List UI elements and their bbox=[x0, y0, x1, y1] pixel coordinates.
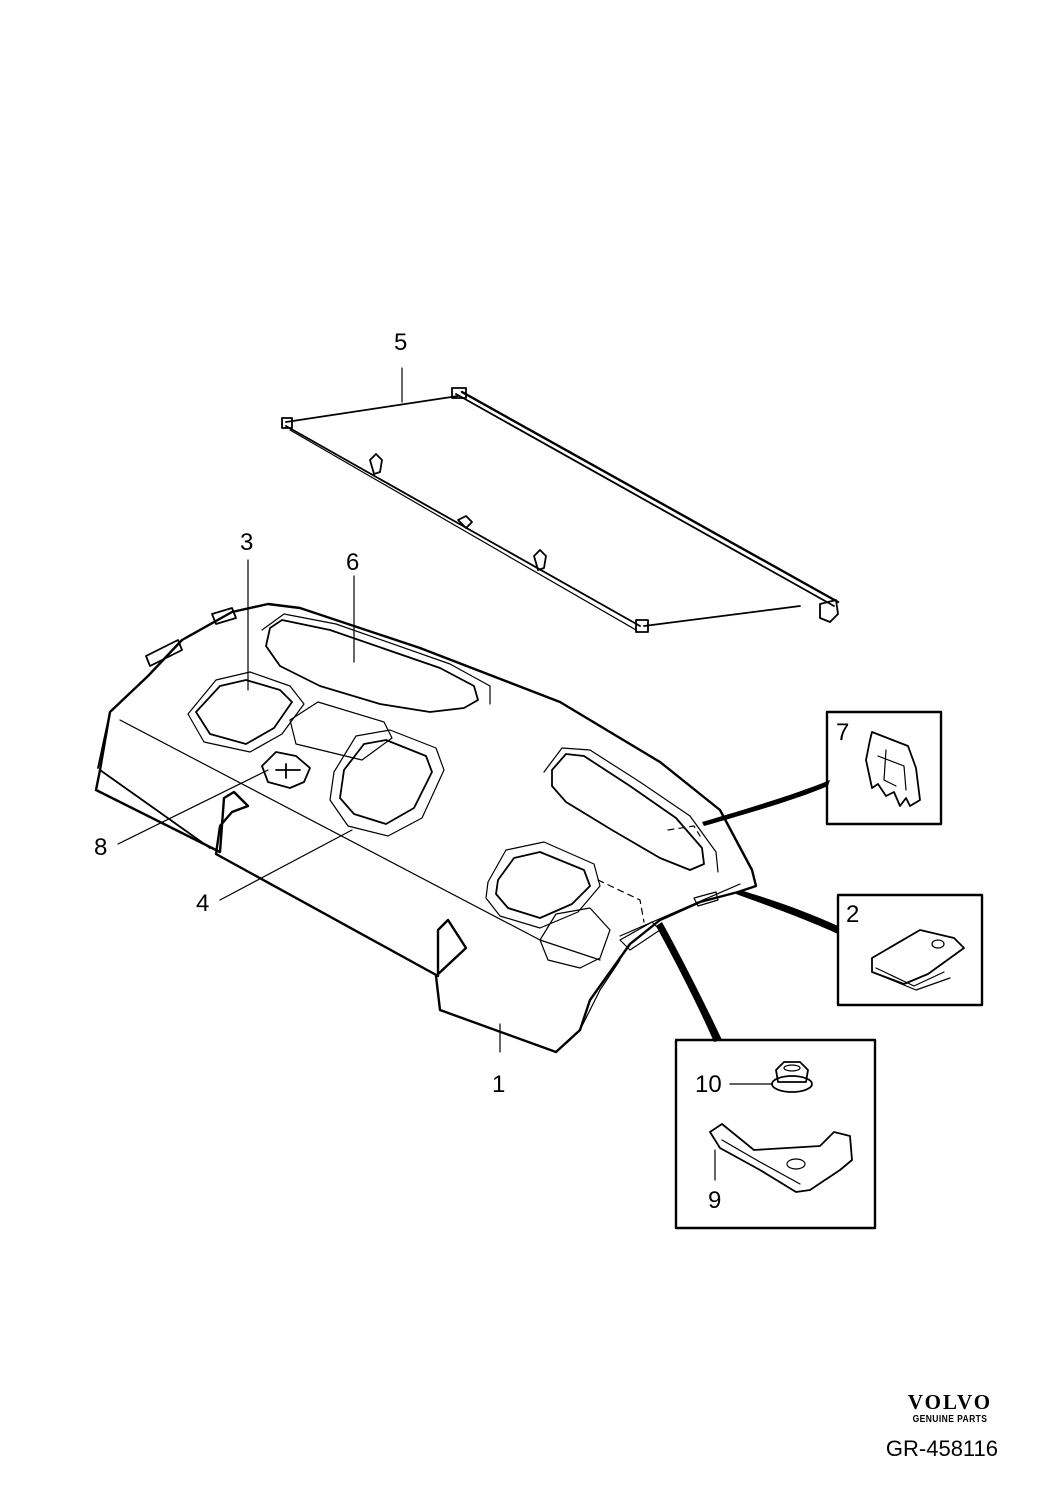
brand-name: VOLVO bbox=[907, 1390, 993, 1414]
cover-left-part-3 bbox=[195, 679, 293, 745]
cover-right bbox=[495, 851, 591, 919]
callout-2: 2 bbox=[846, 901, 859, 928]
brand-subtitle: GENUINE PARTS bbox=[912, 1414, 988, 1425]
callout-10: 10 bbox=[695, 1071, 722, 1098]
speaker-grille-right bbox=[551, 753, 705, 871]
parcel-shelf-part-1 bbox=[94, 602, 758, 1054]
detail-box-2 bbox=[836, 893, 984, 1007]
callout-9: 9 bbox=[708, 1187, 721, 1214]
reference-code: GR-458116 bbox=[885, 1436, 998, 1461]
nut-part-10 bbox=[771, 1061, 813, 1093]
callout-4: 4 bbox=[196, 890, 209, 917]
callout-1: 1 bbox=[492, 1071, 505, 1098]
speaker-grille-part-6 bbox=[265, 619, 479, 713]
detail-box-10-9 bbox=[674, 1038, 877, 1230]
leader-lines bbox=[117, 367, 838, 1053]
cover-center-part-4 bbox=[339, 739, 433, 825]
bracket-part-9 bbox=[709, 1123, 853, 1193]
callout-labels: 5 3 6 7 8 4 2 1 10 9 bbox=[94, 329, 859, 1214]
detail-box-7 bbox=[825, 710, 943, 826]
callout-3: 3 bbox=[240, 529, 253, 556]
latch-part-8 bbox=[261, 751, 311, 789]
callout-5: 5 bbox=[394, 329, 407, 356]
callout-6: 6 bbox=[346, 549, 359, 576]
brand-logo: VOLVO GENUINE PARTS bbox=[906, 1390, 994, 1425]
sun-curtain-part-5 bbox=[281, 387, 840, 633]
callout-7: 7 bbox=[836, 719, 849, 746]
callout-8: 8 bbox=[94, 834, 107, 861]
